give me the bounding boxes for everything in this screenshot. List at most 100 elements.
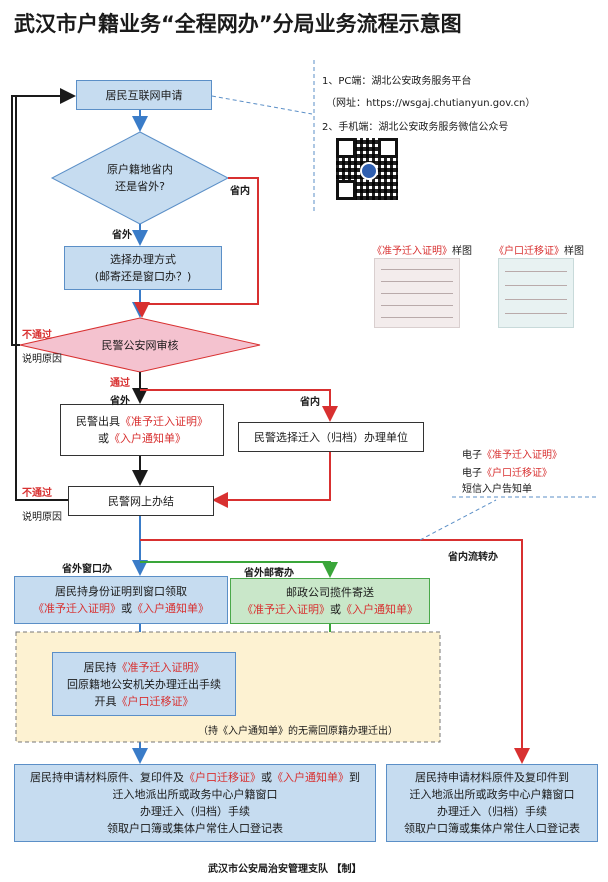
e2-pre: 电子: [462, 468, 482, 479]
node-final-right: 居民持申请材料原件及复印件到 迁入地派出所或政务中心户籍窗口 办理迁入（归档）手…: [386, 764, 598, 842]
label-province-branch: 省内流转办: [448, 552, 498, 563]
label-window-branch: 省外窗口办: [62, 564, 112, 575]
info-pc: 1、PC端：湖北公安政务服务平台: [322, 76, 472, 87]
post-line2: 《准予迁入证明》或《入户通知单》: [242, 601, 418, 618]
label-reason-2: 说明原因: [22, 512, 62, 523]
node-final-left: 居民持申请材料原件、复印件及《户口迁移证》或《入户通知单》到 迁入地派出所或政务…: [14, 764, 376, 842]
label-post-branch: 省外邮寄办: [244, 568, 294, 579]
label-reason-1: 说明原因: [22, 354, 62, 365]
node-choose: 选择办理方式 (邮寄还是窗口办？): [64, 246, 222, 290]
sample-huqian-image: [498, 258, 574, 328]
window-line1: 居民持身份证明到窗口领取: [55, 585, 187, 598]
issue-line1: 民警出具《准予迁入证明》: [76, 413, 208, 430]
node-issue: 民警出具《准予迁入证明》 或《入户通知单》: [60, 404, 224, 456]
sample-huqian-caption: 《户口迁移证》样图: [494, 242, 584, 257]
node-window: 居民持身份证明到窗口领取 《准予迁入证明》或《入户通知单》: [14, 576, 228, 624]
node-decision: 原户籍地省内 还是省外?: [80, 158, 200, 198]
final-left-red1: 《户口迁移证》: [184, 771, 261, 784]
info-url[interactable]: （网址：https://wsgaj.chutianyun.gov.cn）: [326, 98, 536, 109]
qr-finder-tl: [336, 138, 356, 158]
arrow-post: [140, 561, 338, 578]
final-left-line3: 办理迁入（归档）手续: [140, 805, 250, 818]
sample-zhunyu-label: 《准予迁入证明》: [372, 246, 452, 257]
final-left-to: 到: [349, 771, 360, 784]
label-shengwai-1: 省外: [112, 230, 132, 241]
arrow-review-reject: [11, 88, 76, 346]
dashed-pointer-electronic: [419, 499, 497, 541]
origin-line3: 开具《户口迁移证》: [95, 693, 194, 710]
sample-huqian-suffix: 样图: [564, 246, 584, 257]
electronic-line1: 电子《准予迁入证明》: [462, 446, 562, 461]
node-online: 民警网上办结: [68, 486, 214, 516]
select-unit-label: 民警选择迁入（归档）办理单位: [254, 430, 408, 444]
final-left-line2: 迁入地派出所或政务中心户籍窗口: [112, 788, 278, 801]
label-shengnei-1: 省内: [230, 186, 250, 197]
window-red2: 《入户通知单》: [132, 602, 209, 615]
final-left-line1: 居民持申请材料原件、复印件及《户口迁移证》或《入户通知单》到: [30, 769, 360, 786]
node-review: 民警公安网审核: [60, 335, 220, 355]
post-red2: 《入户通知单》: [341, 603, 418, 616]
label-shengnei-2: 省内: [300, 397, 320, 408]
qr-finder-tr: [378, 138, 398, 158]
arrow-online-reject: [15, 96, 68, 501]
e2-red: 《户口迁移证》: [482, 468, 552, 479]
final-right-line2: 迁入地派出所或政务中心户籍窗口: [409, 788, 575, 801]
issue-or: 或: [98, 432, 109, 445]
wechat-qr-code: [336, 138, 398, 200]
origin-line1: 居民持《准予迁入证明》: [84, 659, 205, 676]
decision-line2: 还是省外?: [115, 180, 165, 193]
final-left-pre: 居民持申请材料原件、复印件及: [30, 771, 184, 784]
decision-line1: 原户籍地省内: [107, 163, 173, 176]
origin-line2: 回原籍地公安机关办理迁出手续: [67, 677, 221, 691]
choose-line1: 选择办理方式: [110, 253, 176, 266]
choose-line2: (邮寄还是窗口办？): [94, 270, 192, 283]
e1-pre: 电子: [462, 450, 482, 461]
final-left-red2: 《入户通知单》: [272, 771, 349, 784]
page-title: 武汉市户籍业务“全程网办”分局业务流程示意图: [14, 12, 462, 36]
arrow-shengnei-review: [134, 177, 259, 318]
sample-huqian-label: 《户口迁移证》: [494, 246, 564, 257]
info-mobile: 2、手机端：湖北公安政务服务微信公众号: [322, 122, 509, 133]
page-footer: 武汉市公安局治安管理支队 【制】: [208, 864, 362, 875]
window-or: 或: [121, 602, 132, 615]
issue-red2: 《入户通知单》: [109, 432, 186, 445]
final-right-line1: 居民持申请材料原件及复印件到: [415, 771, 569, 784]
node-select-unit: 民警选择迁入（归档）办理单位: [238, 422, 424, 452]
post-red1: 《准予迁入证明》: [242, 603, 330, 616]
post-or: 或: [330, 603, 341, 616]
origin-note: （持《入户通知单》的无需回原籍办理迁出）: [198, 726, 398, 737]
police-badge-icon: [360, 162, 378, 180]
window-red1: 《准予迁入证明》: [33, 602, 121, 615]
review-label: 民警公安网审核: [101, 338, 179, 352]
node-apply-label: 居民互联网申请: [105, 88, 183, 102]
node-post: 邮政公司揽件寄送 《准予迁入证明》或《入户通知单》: [230, 578, 430, 624]
origin-pre: 居民持: [83, 660, 117, 674]
sample-zhunyu-image: [374, 258, 460, 328]
final-right-line4: 领取户口簿或集体户常住人口登记表: [404, 822, 580, 835]
node-apply: 居民互联网申请: [76, 80, 212, 110]
online-label: 民警网上办结: [108, 494, 174, 508]
final-left-line4: 领取户口簿或集体户常住人口登记表: [107, 822, 283, 835]
label-butongguo-1: 不通过: [22, 330, 52, 341]
label-butongguo-2: 不通过: [22, 488, 52, 499]
issue-line2: 或《入户通知单》: [98, 430, 186, 447]
e1-red: 《准予迁入证明》: [482, 450, 562, 461]
electronic-line2: 电子《户口迁移证》: [462, 464, 552, 479]
origin-red1: 《准予迁入证明》: [116, 660, 205, 674]
issue-pre: 民警出具: [76, 415, 120, 428]
origin-l3-pre: 开具: [94, 694, 117, 708]
arrow-province: [140, 539, 530, 764]
electronic-line3: 短信入户告知单: [462, 484, 532, 495]
node-origin: 居民持《准予迁入证明》 回原籍地公安机关办理迁出手续 开具《户口迁移证》: [52, 652, 236, 716]
origin-red2: 《户口迁移证》: [116, 694, 194, 708]
window-line2: 《准予迁入证明》或《入户通知单》: [33, 600, 209, 617]
issue-red1: 《准予迁入证明》: [120, 415, 208, 428]
label-tongguo: 通过: [110, 378, 130, 389]
sample-zhunyu-suffix: 样图: [452, 246, 472, 257]
dashed-pointer-apply: [211, 95, 313, 115]
arrow-to-select: [140, 389, 338, 422]
qr-finder-bl: [336, 180, 356, 200]
post-line1: 邮政公司揽件寄送: [286, 586, 374, 599]
arrow-select-online: [212, 452, 331, 508]
sample-zhunyu-caption: 《准予迁入证明》样图: [372, 242, 472, 257]
